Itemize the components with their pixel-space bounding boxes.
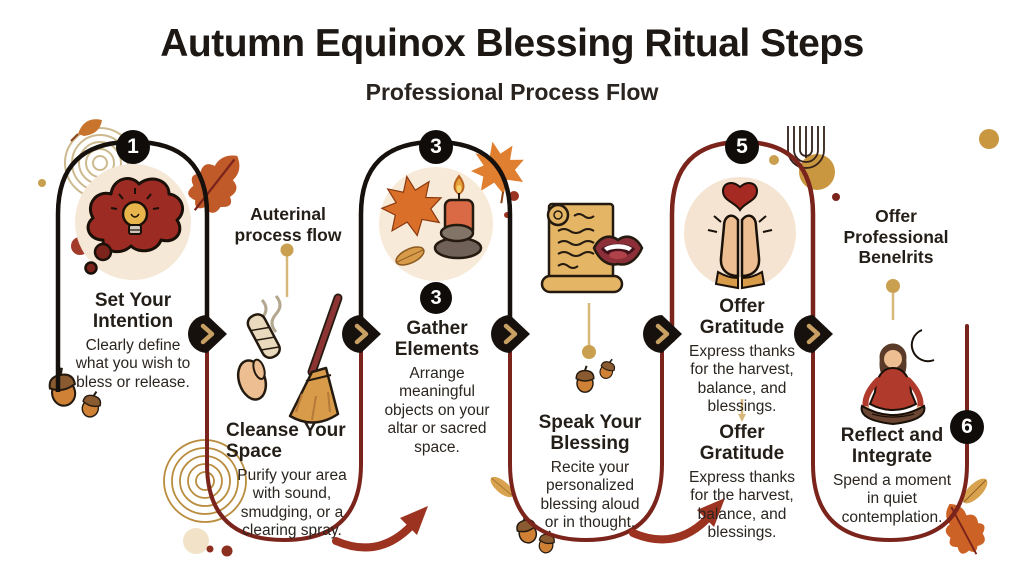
step-heading: Gather Elements xyxy=(394,318,480,361)
dot-decoration xyxy=(769,155,779,165)
step-1-number-badge: 1 xyxy=(116,130,150,164)
curved-arrow xyxy=(629,498,725,544)
curved-arrow xyxy=(332,506,428,552)
connector-pin xyxy=(582,303,596,359)
flow-chevron-marker-5 xyxy=(792,314,834,354)
chevron-right-icon xyxy=(503,323,518,345)
flow-path xyxy=(55,139,969,543)
step-heading: Set Your Intention xyxy=(92,290,174,333)
maple-leaf-decoration xyxy=(465,135,531,204)
step-4-text-block: Speak Your Blessing Recite your personal… xyxy=(524,412,656,533)
dot-decoration xyxy=(183,528,209,554)
flow-chevron-marker-4 xyxy=(641,314,683,354)
arc-lines-decoration xyxy=(787,126,825,169)
step-2-label: Auterinal process flow xyxy=(234,204,342,245)
page-subtitle: Professional Process Flow xyxy=(365,79,659,105)
flow-chevron-marker-3 xyxy=(489,314,531,354)
chevron-right-icon xyxy=(806,323,821,345)
step-6-text-block: Reflect and Integrate Spend a moment in … xyxy=(824,425,960,527)
small-leaf-decoration xyxy=(962,478,988,504)
scroll-lips-icon xyxy=(540,202,644,294)
step-2-text-block: Cleanse Your Space Purify your area with… xyxy=(226,420,358,541)
step-heading: Offer Gratitude xyxy=(699,296,785,339)
step-heading: Reflect and Integrate xyxy=(840,425,944,468)
step-description: Express thanks for the harvest, balance,… xyxy=(689,468,795,542)
step-6-label: Offer Professional Benelrits xyxy=(843,206,949,268)
chevron-right-icon xyxy=(200,323,215,345)
acorn-decoration xyxy=(78,387,105,420)
flow-chevron-marker-1 xyxy=(186,314,228,354)
step-3-count-badge: 3 xyxy=(420,282,452,314)
step-3-number-badge: 3 xyxy=(419,130,453,164)
dot-decoration xyxy=(509,191,519,201)
dot-decoration xyxy=(206,545,214,553)
step-3-text-block: Gather Elements Arrange meaningful objec… xyxy=(369,318,505,458)
step-description: Purify your area with sound, smudging, o… xyxy=(237,466,347,540)
dot-decoration xyxy=(38,179,46,187)
step-description: Arrange meaningful objects on your altar… xyxy=(384,364,490,456)
step-1-text-block: Set Your Intention Clearly define what y… xyxy=(48,290,218,392)
step-description: Clearly define what you wish to bless or… xyxy=(75,336,191,391)
meditating-person-moon-icon xyxy=(860,329,935,426)
step-5-text-block: Offer Gratitude Express thanks for the h… xyxy=(680,296,804,417)
chevron-right-icon xyxy=(354,323,369,345)
step-description: Recite your personalized blessing aloud … xyxy=(540,458,640,532)
praying-hands-heart-icon xyxy=(707,182,773,290)
connector-pin xyxy=(738,399,746,422)
acorn-decoration xyxy=(575,364,595,394)
step-6-number-badge: 6 xyxy=(950,410,984,444)
connector-pin xyxy=(886,279,900,320)
gold-circle-decoration xyxy=(979,129,999,149)
step-description: Express thanks for the harvest, balance,… xyxy=(689,342,795,416)
oak-leaf-decoration xyxy=(179,141,257,223)
step-description: Spend a moment in quiet contemplation. xyxy=(832,471,952,526)
connector-pin xyxy=(280,243,294,297)
dot-decoration xyxy=(221,545,233,557)
step-5-repeat-text-block: Offer Gratitude Express thanks for the h… xyxy=(680,422,804,543)
small-leaf-decoration xyxy=(490,476,514,498)
acorn-decoration xyxy=(596,355,619,382)
icon-circle xyxy=(684,177,796,289)
flow-chevron-marker-2 xyxy=(340,314,382,354)
step-heading: Speak Your Blessing xyxy=(538,412,642,455)
dot-decoration xyxy=(832,193,840,201)
maple-leaves-candle-stones-icon xyxy=(376,170,483,266)
thought-bubble-lightbulb-icon xyxy=(84,177,185,275)
step-heading: Cleanse Your Space xyxy=(226,420,346,463)
step-heading: Offer Gratitude xyxy=(699,422,785,465)
step-5-number-badge: 5 xyxy=(725,130,759,164)
chevron-right-icon xyxy=(655,323,670,345)
small-leaf-decoration xyxy=(70,119,102,142)
smudge-stick-broom-icon xyxy=(236,293,343,424)
page-title: Autumn Equinox Blessing Ritual Steps xyxy=(160,22,864,65)
